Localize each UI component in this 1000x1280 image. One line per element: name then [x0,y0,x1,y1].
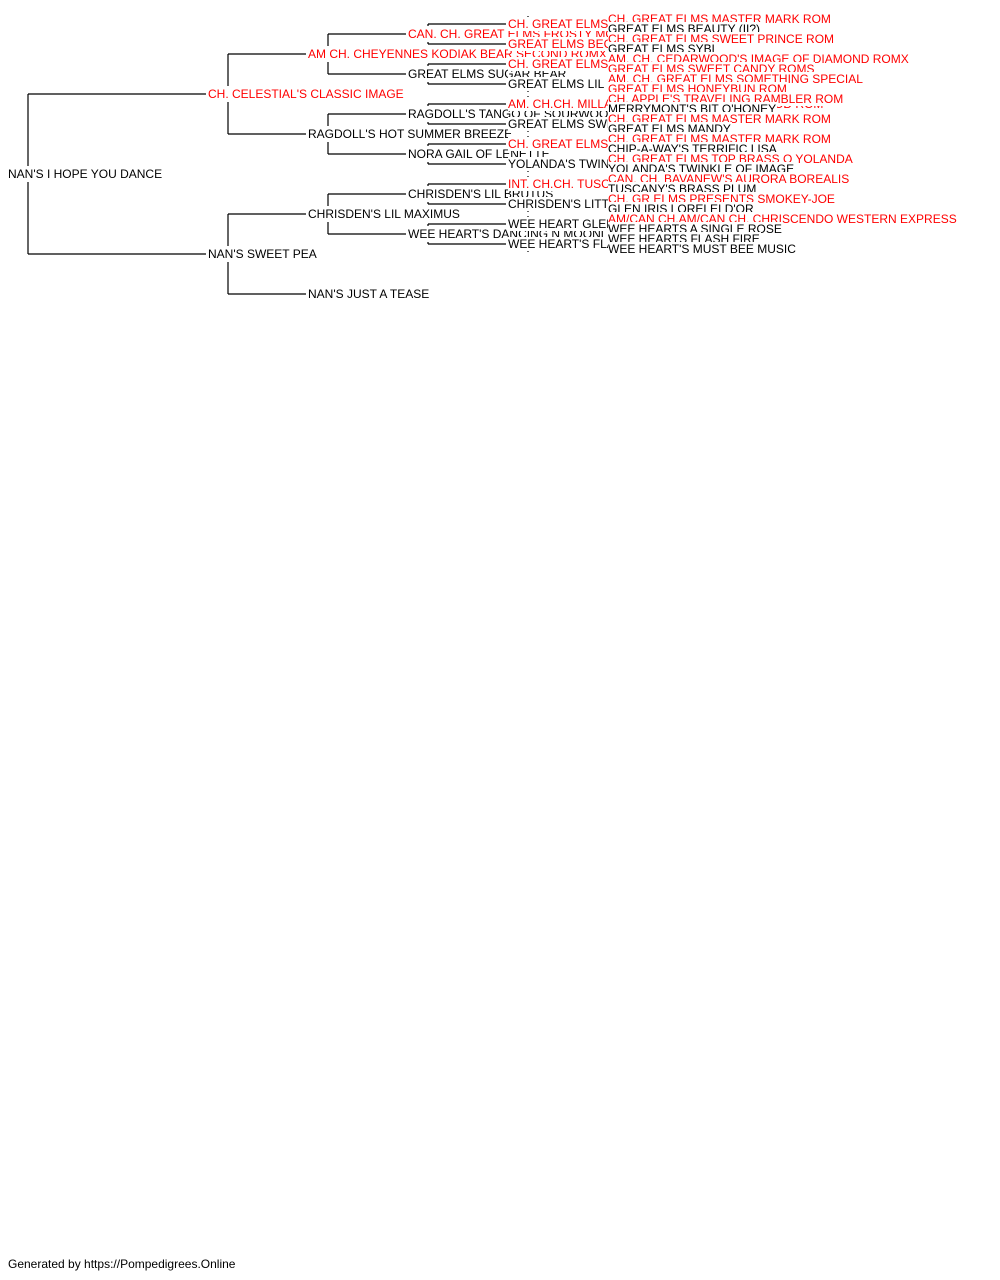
footer-credit: Generated by https://Pompedigrees.Online [8,1257,236,1271]
pedigree-node-gen5: WEE HEART'S MUST BEE MUSIC [608,242,797,256]
pedigree-node-gen2: CHRISDEN'S LIL MAXIMUS [308,207,461,221]
pedigree-node-gen1: NAN'S SWEET PEA [208,247,318,261]
pedigree-node-gen1: CH. CELESTIAL'S CLASSIC IMAGE [208,87,405,101]
pedigree-node-gen0: NAN'S I HOPE YOU DANCE [8,167,164,181]
pedigree-node-gen2: RAGDOLL'S HOT SUMMER BREEZE [308,127,514,141]
pedigree-node-gen2: NAN'S JUST A TEASE [308,287,431,301]
